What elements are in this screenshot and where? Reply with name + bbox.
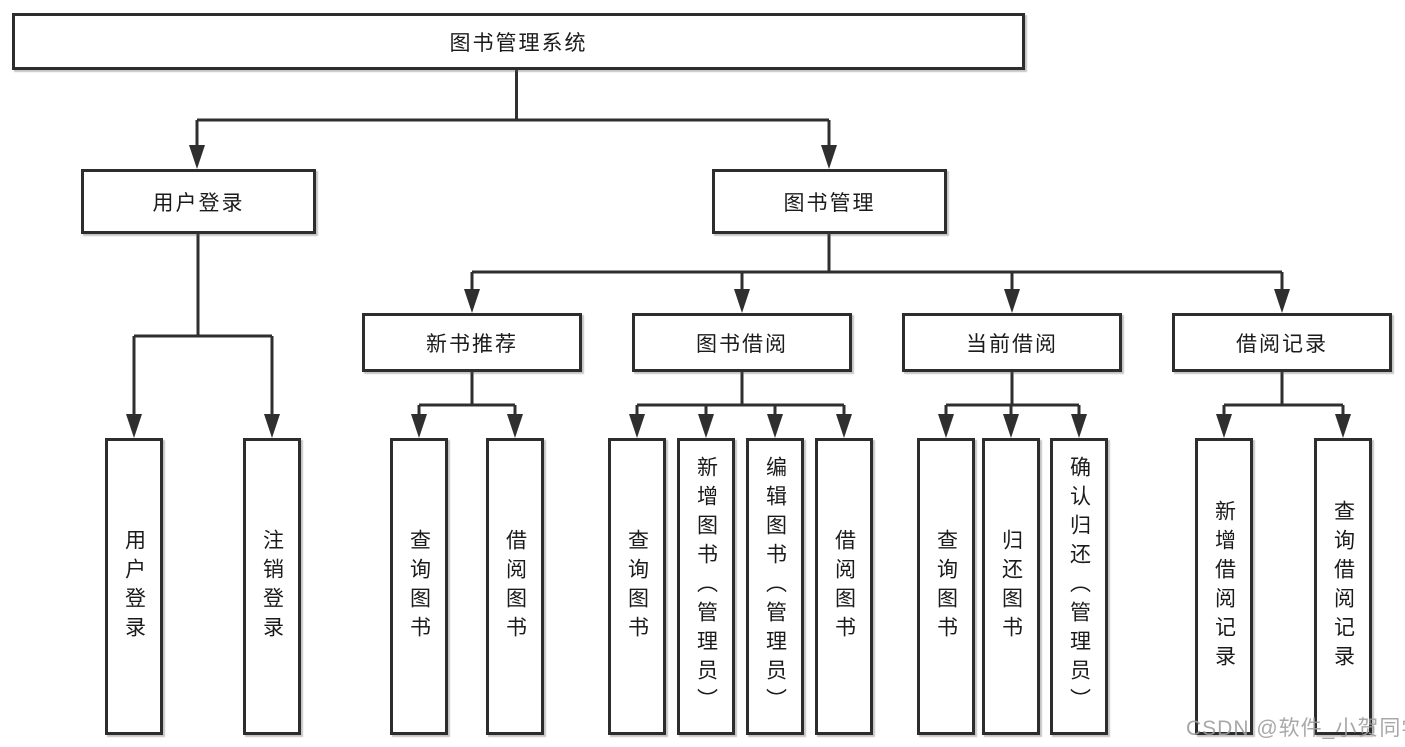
- connector-new-book-rec: [417, 372, 517, 418]
- arrowhead: [734, 289, 750, 313]
- leaf-query-book-2: 查询图书: [608, 438, 666, 735]
- leaf-add-book-admin: 新增图书（管理员）: [677, 438, 735, 735]
- arrowhead: [1335, 414, 1351, 438]
- leaf-label: 借阅图书: [503, 528, 527, 645]
- leaf-label: 注销登录: [260, 528, 284, 645]
- node-new-book-recommend: 新书推荐: [362, 313, 582, 372]
- leaf-edit-book-admin: 编辑图书（管理员）: [746, 438, 804, 735]
- arrowhead: [507, 414, 523, 438]
- leaf-label: 查询图书: [625, 528, 649, 645]
- leaf-label: 借阅图书: [832, 528, 856, 645]
- connector-rails: [132, 70, 1345, 418]
- connector-borrow-records: [1222, 372, 1345, 418]
- arrowhead: [821, 145, 837, 169]
- connector-current-borrow: [944, 372, 1081, 418]
- leaf-return-book: 归还图书: [982, 438, 1040, 735]
- leaf-borrow-book-1: 借阅图书: [486, 438, 544, 735]
- arrowhead: [1003, 414, 1019, 438]
- arrowhead: [1071, 414, 1087, 438]
- node-book-management: 图书管理: [712, 169, 947, 234]
- leaf-label: 查询图书: [934, 528, 958, 645]
- arrowhead: [1274, 289, 1290, 313]
- node-user-login: 用户登录: [81, 169, 316, 234]
- leaf-logout: 注销登录: [243, 438, 301, 735]
- node-book-borrow: 图书借阅: [632, 313, 852, 372]
- arrowhead: [1004, 289, 1020, 313]
- arrowhead: [836, 414, 852, 438]
- leaf-label: 用户登录: [122, 528, 146, 645]
- leaf-label: 查询图书: [407, 528, 431, 645]
- node-borrow-records: 借阅记录: [1172, 313, 1392, 372]
- leaf-add-borrow-record: 新增借阅记录: [1195, 438, 1253, 735]
- arrowhead: [767, 414, 783, 438]
- arrowhead: [189, 145, 205, 169]
- leaf-label: 新增借阅记录: [1212, 499, 1236, 674]
- leaf-user-login: 用户登录: [105, 438, 163, 735]
- leaf-borrow-book-2: 借阅图书: [815, 438, 873, 735]
- leaf-label: 编辑图书（管理员）: [763, 456, 787, 717]
- leaf-confirm-return-admin: 确认归还（管理员）: [1050, 438, 1108, 735]
- connector-user-login: [132, 234, 274, 418]
- arrowhead: [698, 414, 714, 438]
- connector-book-borrow: [635, 372, 846, 418]
- leaf-label: 确认归还（管理员）: [1067, 456, 1091, 717]
- leaf-query-book-1: 查询图书: [390, 438, 448, 735]
- node-root-system: 图书管理系统: [12, 13, 1025, 70]
- connector-root: [195, 70, 831, 150]
- arrowhead: [126, 414, 142, 438]
- leaf-query-borrow-record: 查询借阅记录: [1314, 438, 1372, 735]
- arrowhead: [629, 414, 645, 438]
- arrowhead: [1216, 414, 1232, 438]
- arrowheads: [126, 145, 1351, 438]
- arrowhead: [411, 414, 427, 438]
- arrowhead: [938, 414, 954, 438]
- leaf-label: 查询借阅记录: [1331, 499, 1355, 674]
- arrowhead: [464, 289, 480, 313]
- leaf-query-book-3: 查询图书: [917, 438, 975, 735]
- leaf-label: 新增图书（管理员）: [694, 456, 718, 717]
- csdn-watermark: CSDN @软件_小贺同学: [1186, 717, 1405, 740]
- arrowhead: [264, 414, 280, 438]
- leaf-label: 归还图书: [999, 528, 1023, 645]
- node-current-borrow: 当前借阅: [902, 313, 1122, 372]
- connector-book-mgmt: [470, 234, 1284, 294]
